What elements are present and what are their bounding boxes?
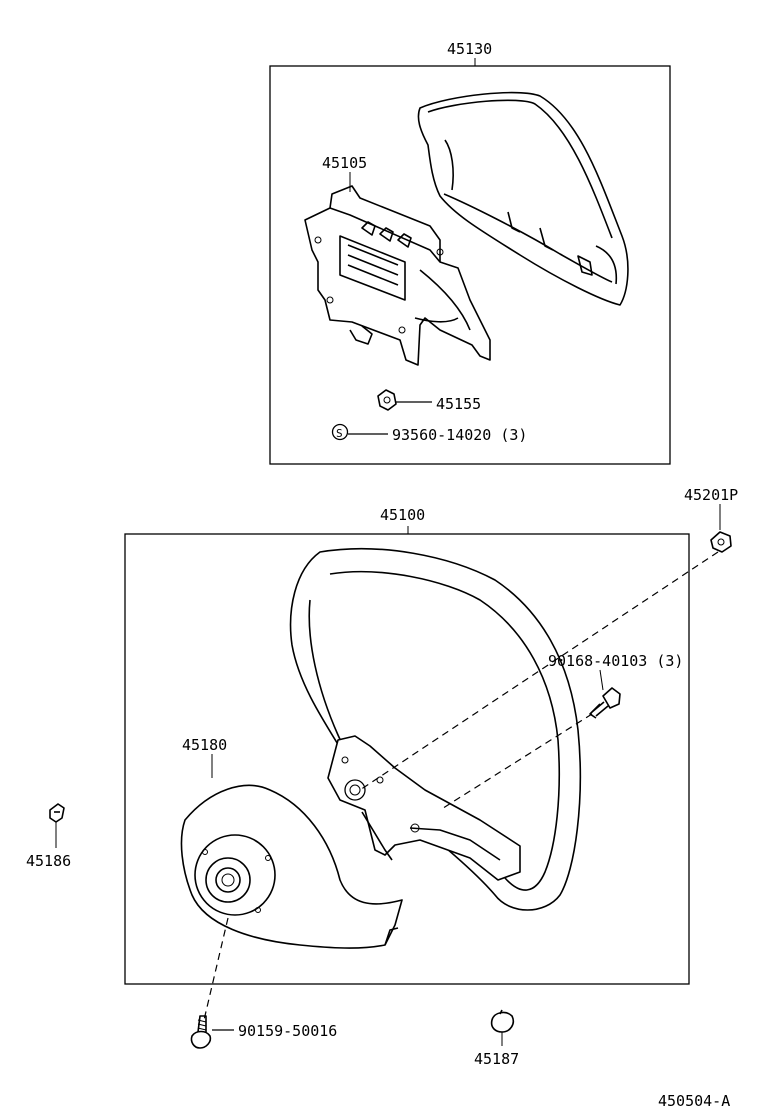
bolt-90168-40103 xyxy=(589,687,621,719)
horn-pad-cover xyxy=(417,91,629,306)
label-45186: 45186 xyxy=(26,852,71,870)
alignment-line-bolt xyxy=(439,713,593,811)
label-45100: 45100 xyxy=(380,506,425,524)
label-45201p: 45201P xyxy=(684,486,738,504)
nut-45155 xyxy=(377,389,432,411)
steering-wheel-group xyxy=(124,526,719,1021)
screw-90159-50016 xyxy=(190,1015,234,1049)
label-45155: 45155 xyxy=(436,395,481,413)
label-93560-14020: 93560-14020 (3) xyxy=(392,426,527,444)
inflator-bracket xyxy=(304,185,491,366)
label-45105: 45105 xyxy=(322,154,367,172)
steering-wheel-hub xyxy=(327,735,521,881)
label-90168-40103: 90168-40103 (3) xyxy=(548,652,683,670)
pad-assembly-frame xyxy=(269,65,671,465)
supplied-symbol xyxy=(331,423,388,441)
steering-wheel-frame xyxy=(124,533,690,985)
steering-column-cover xyxy=(180,784,403,949)
figure-code: 450504-A xyxy=(658,1092,730,1110)
cap-45187 xyxy=(490,1009,515,1033)
pad-assembly-group xyxy=(269,58,671,465)
label-supplied-symbol: S xyxy=(336,427,343,440)
label-45130: 45130 xyxy=(447,40,492,58)
alignment-line-screw xyxy=(203,917,229,1021)
label-45187: 45187 xyxy=(474,1050,519,1068)
nut-45201p xyxy=(710,531,732,553)
leader-90168 xyxy=(599,669,604,691)
label-45180: 45180 xyxy=(182,736,227,754)
label-90159-50016: 90159-50016 xyxy=(238,1022,337,1040)
clip-45186 xyxy=(49,803,65,823)
steering-wheel-rim xyxy=(289,547,582,911)
